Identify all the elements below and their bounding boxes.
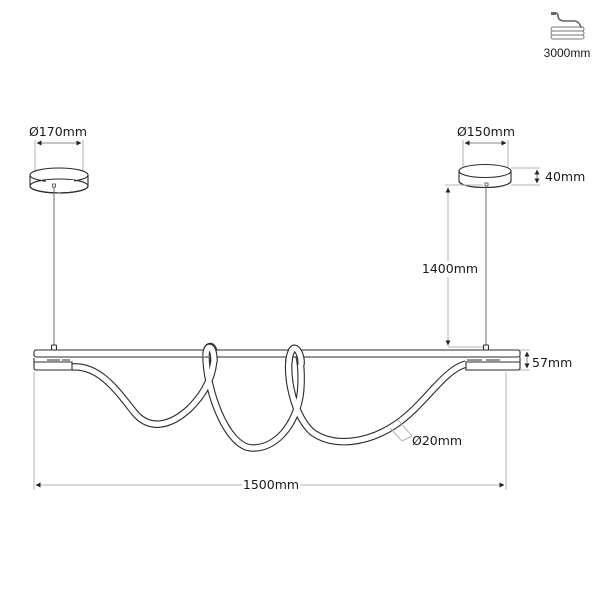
right-canopy-diameter-label: Ø150mm [457,124,515,139]
tube-diameter-label: Ø20mm [412,433,462,448]
left-canopy [29,140,89,194]
bar-fixture [33,344,521,371]
tube-diameter-dimension [389,419,413,442]
tube-front-crossings [202,343,305,366]
left-canopy-diameter-label: Ø170mm [29,124,87,139]
bar-height-dimension [520,349,530,371]
bar-height-label: 57mm [532,355,572,370]
drop-dimension [420,184,484,348]
cable-length-label: 3000mm [544,46,591,60]
bar-width-dimension [33,372,507,490]
right-canopy [458,140,540,189]
looped-led-tube [71,342,468,452]
right-canopy-height-label: 40mm [545,169,585,184]
coiled-cable-icon [550,12,585,40]
drop-length-label: 1400mm [422,261,478,276]
bar-width-label: 1500mm [243,477,299,492]
